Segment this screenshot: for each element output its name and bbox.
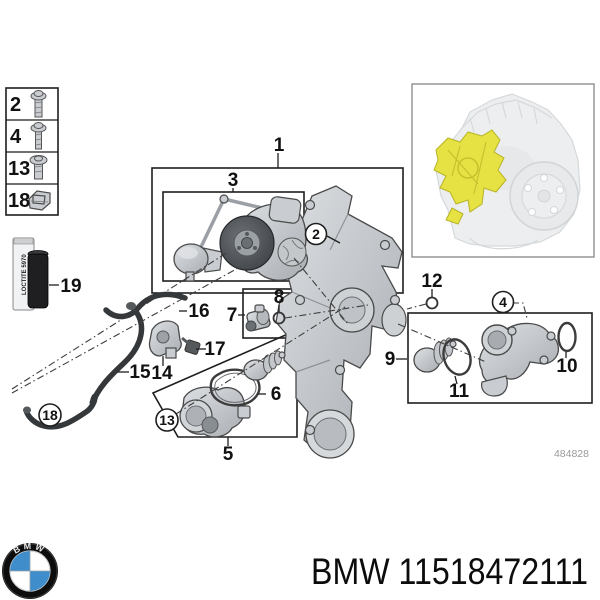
- callout-6-label: 6: [271, 384, 282, 405]
- temperature-sensor-7: [245, 304, 271, 332]
- svg-text:BMW: BMW: [11, 541, 48, 556]
- callout-10-label: 10: [556, 356, 577, 377]
- o-ring-8: [272, 311, 286, 325]
- legend-item-2-label: 2: [10, 94, 21, 116]
- hose-16: [103, 291, 188, 320]
- hardware-legend: 2 4 13 18: [5, 87, 59, 216]
- sealant-tube: LOCTITE 5970: [12, 237, 49, 311]
- bmw-logo-quadrant: [30, 571, 50, 591]
- bmw-logo-quadrant: [10, 551, 30, 571]
- diagram-number-watermark: 484828: [554, 448, 589, 460]
- callout-9-label: 9: [385, 349, 396, 370]
- o-ring-11: [442, 338, 472, 376]
- highlighted-water-pump: [433, 129, 507, 225]
- bmw-logo-text: BMW: [11, 541, 45, 556]
- group-box-9-10-11: [407, 312, 593, 404]
- callout-8-label: 8: [274, 287, 285, 308]
- sheet-metal-clip-icon: [28, 190, 51, 211]
- part-number-text: BMW 11518472111: [311, 551, 588, 592]
- thermostat-insert-small: [243, 350, 286, 381]
- svg-text:13: 13: [159, 412, 175, 428]
- coolant-flange-part: [478, 322, 559, 397]
- callout-14-label: 14: [151, 363, 173, 384]
- o-ring-10: [557, 321, 577, 353]
- impeller: [277, 237, 307, 267]
- circled-callout-2: 2: [304, 222, 328, 246]
- black-cylinder: [27, 253, 49, 309]
- leader-lines: [11, 153, 567, 446]
- coolant-hoses: [23, 291, 201, 430]
- o-ring-12: [425, 296, 439, 310]
- callout-19-label: 19: [60, 276, 81, 297]
- circled-callout-13: 13: [155, 408, 179, 432]
- pump-motor: [268, 196, 302, 224]
- callout-17-label: 17: [204, 339, 225, 360]
- circled-callout-4: 4: [491, 290, 515, 314]
- flange-bolt-icon: [30, 90, 47, 118]
- washer-screw-icon: [29, 155, 48, 180]
- svg-text:4: 4: [499, 294, 507, 310]
- callout-1-label: 1: [274, 135, 285, 156]
- bmw-logo: BMW: [2, 541, 58, 599]
- thermostat-insert-9: [413, 337, 457, 373]
- callout-7-label: 7: [227, 305, 238, 326]
- callout-12-label: 12: [421, 271, 442, 292]
- callout-15-label: 15: [129, 362, 151, 383]
- svg-text:18: 18: [42, 407, 58, 423]
- circled-callout-18: 18: [38, 403, 62, 427]
- sealant-label-text: LOCTITE 5970: [22, 254, 28, 295]
- hose-connector-17: [181, 336, 201, 355]
- bracket-14: [148, 320, 182, 359]
- hose-15: [23, 305, 145, 430]
- engine-thumbnail: [411, 83, 595, 258]
- thermostat-housing-5: [179, 386, 251, 438]
- callout-3-label: 3: [228, 170, 239, 191]
- callout-5-label: 5: [223, 444, 234, 465]
- svg-text:2: 2: [312, 226, 320, 242]
- legend-item-18-label: 18: [8, 190, 30, 212]
- callout-11-label: 11: [449, 381, 470, 402]
- legend-item-13-label: 13: [8, 158, 30, 180]
- legend-item-4-label: 4: [10, 126, 22, 148]
- long-bolt-icon: [30, 122, 47, 150]
- coolant-pump-bracket-housing: [275, 185, 407, 459]
- water-pump-assembly: [173, 194, 309, 282]
- callout-16-label: 16: [188, 301, 209, 322]
- engine-box-border: [411, 83, 595, 258]
